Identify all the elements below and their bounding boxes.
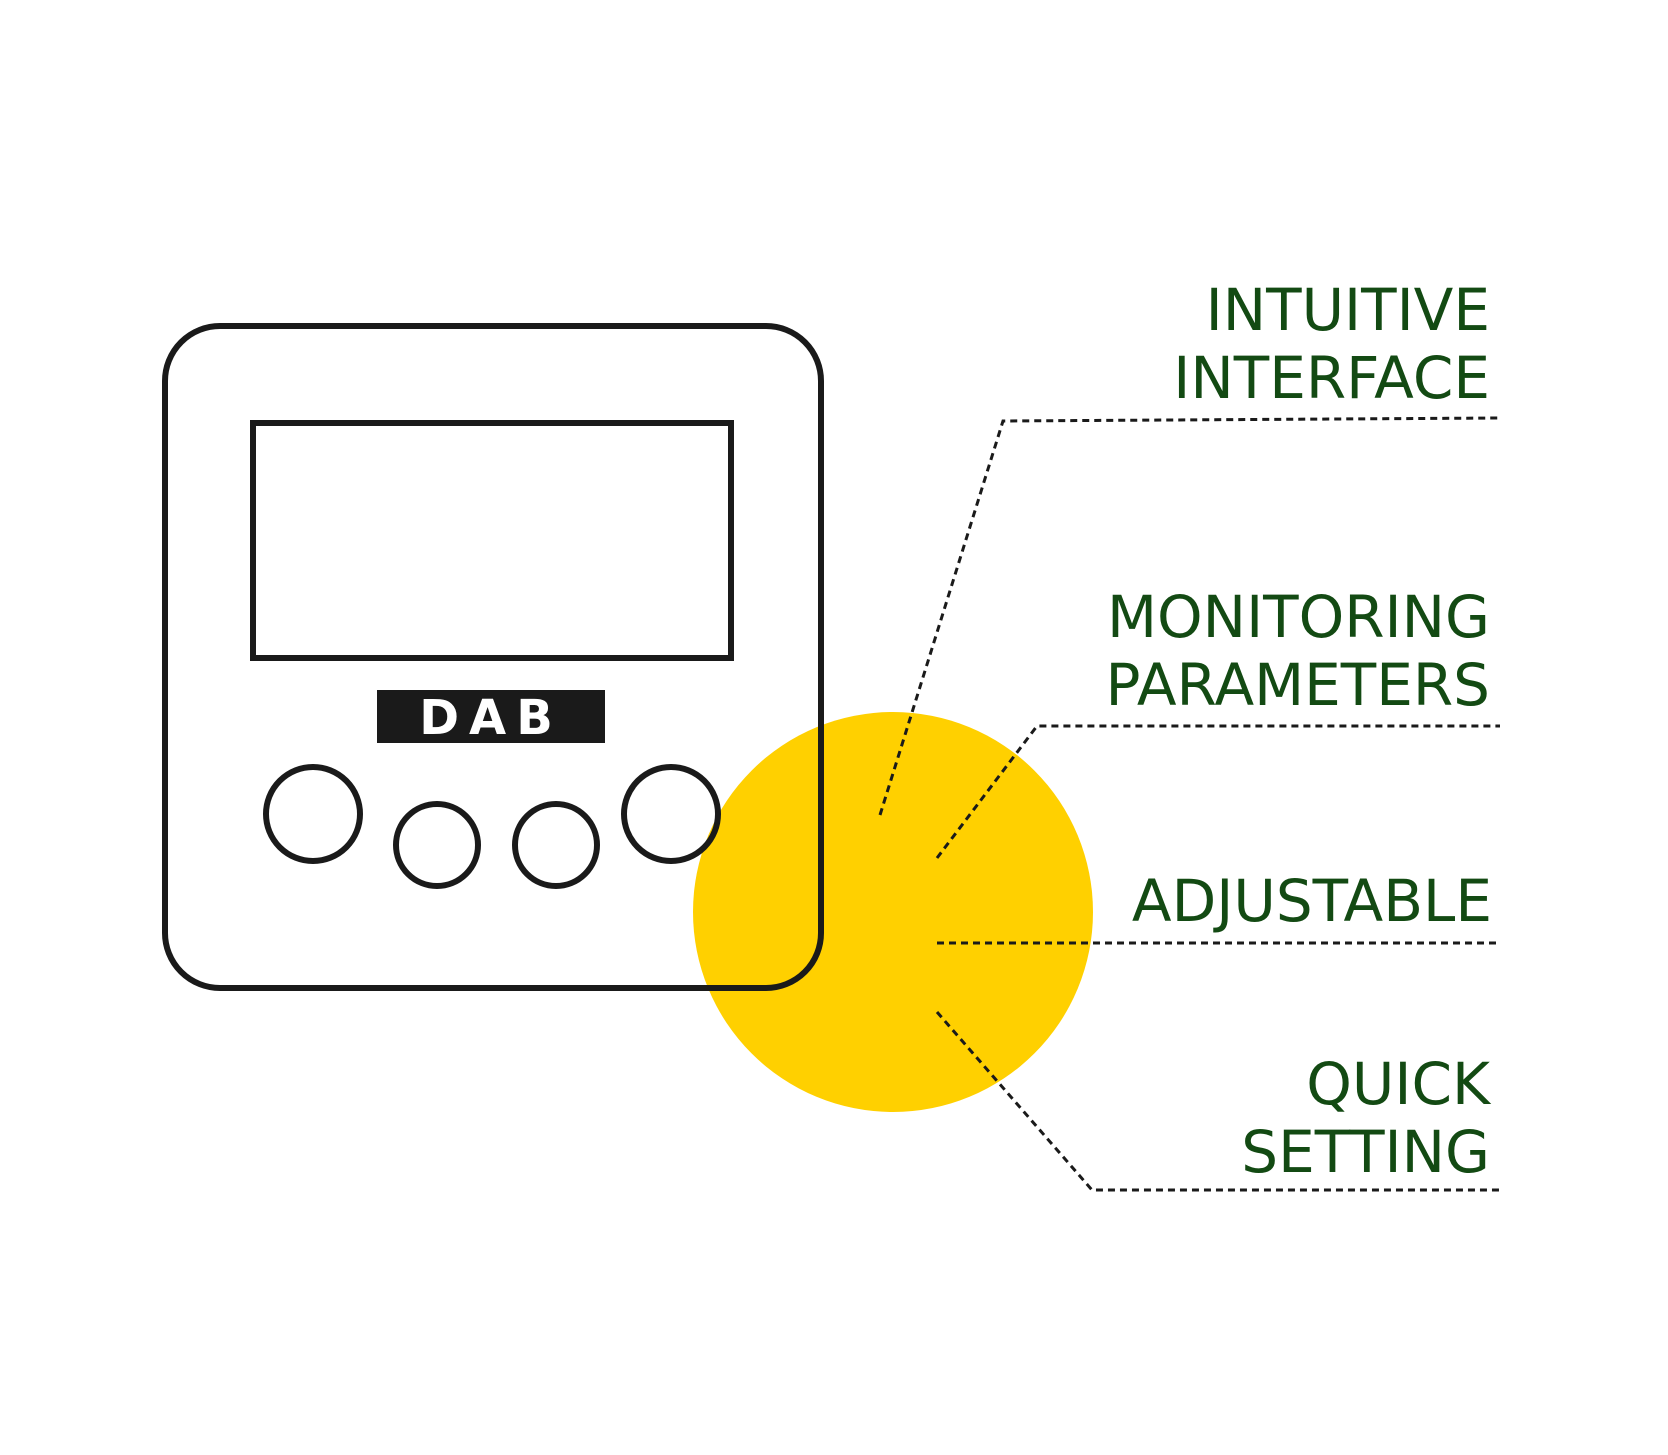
feature-label-intuitive-interface: INTUITIVE INTERFACE xyxy=(1173,276,1490,412)
leader-line-quick-setting xyxy=(935,1011,1500,1192)
feature-label-line: MONITORING xyxy=(1106,583,1490,651)
dab-logo: DAB xyxy=(377,690,605,746)
device-body xyxy=(162,323,824,991)
device-button-4[interactable] xyxy=(621,764,721,864)
accent-circle xyxy=(693,712,1093,1112)
device-button-2[interactable] xyxy=(393,801,481,889)
logo-text: DAB xyxy=(419,690,563,746)
device-display xyxy=(250,420,734,661)
feature-label-line: INTUITIVE xyxy=(1205,276,1490,344)
leader-line-intuitive-interface xyxy=(878,416,1501,816)
feature-label-quick-setting: QUICK SETTING xyxy=(1241,1050,1490,1186)
leader-line-monitoring-parameters xyxy=(935,724,1500,859)
device-button-3[interactable] xyxy=(512,801,600,889)
device-button-1[interactable] xyxy=(263,764,363,864)
feature-label-line: SETTING xyxy=(1241,1118,1490,1186)
logo-background xyxy=(377,690,605,743)
feature-label-monitoring-parameters: MONITORING PARAMETERS xyxy=(1106,583,1490,719)
feature-label-line: INTERFACE xyxy=(1173,344,1490,412)
feature-label-adjustable: ADJUSTABLE xyxy=(1132,867,1492,935)
feature-label-line: ADJUSTABLE xyxy=(1131,867,1492,935)
feature-label-line: PARAMETERS xyxy=(1105,651,1490,719)
feature-label-line: QUICK xyxy=(1306,1050,1490,1118)
